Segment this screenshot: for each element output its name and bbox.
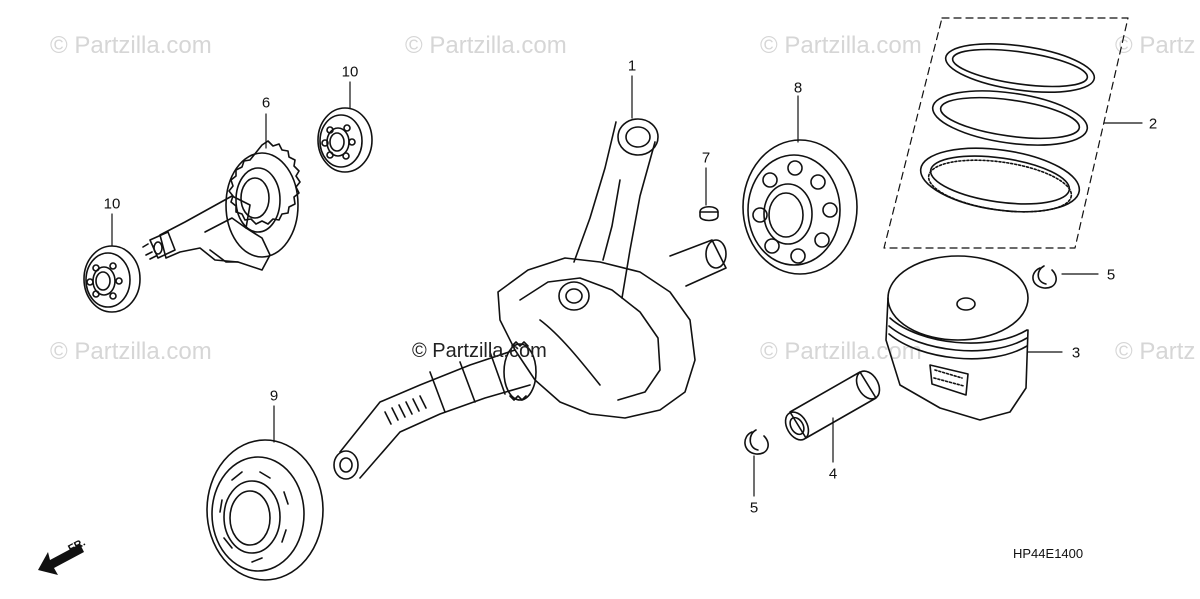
callout-10-upper[interactable]: 10: [341, 63, 359, 81]
callout-6[interactable]: 6: [261, 94, 271, 112]
callout-5-right[interactable]: 5: [1106, 266, 1116, 284]
bearing-10-upper[interactable]: [317, 107, 373, 173]
bearing-8[interactable]: [742, 139, 858, 275]
watermark-center: © Partzilla.com: [412, 340, 547, 362]
callout-3[interactable]: 3: [1071, 344, 1081, 362]
diagram-code: HP44E1400: [1013, 546, 1084, 561]
callout-5-left[interactable]: 5: [749, 499, 759, 517]
callout-9[interactable]: 9: [269, 387, 279, 405]
bearing-9[interactable]: [206, 439, 324, 581]
key-7[interactable]: [699, 205, 719, 222]
circlip-5-right[interactable]: [1032, 265, 1057, 289]
callout-2[interactable]: 2: [1148, 115, 1158, 133]
callout-4[interactable]: 4: [828, 465, 838, 483]
callout-7[interactable]: 7: [701, 149, 711, 167]
piston-3[interactable]: [885, 255, 1029, 421]
callout-1[interactable]: 1: [627, 57, 637, 75]
callout-8[interactable]: 8: [793, 79, 803, 97]
leader-lines: [111, 75, 1143, 497]
callout-10-lower[interactable]: 10: [103, 195, 121, 213]
bearing-10-lower[interactable]: [83, 245, 141, 313]
front-direction-arrow-icon: [38, 544, 84, 575]
piston-ring-set-2[interactable]: [883, 17, 1129, 249]
circlip-5-left[interactable]: [744, 429, 769, 455]
balancer-shaft-6[interactable]: [142, 140, 301, 271]
crankshaft-1[interactable]: [333, 118, 727, 480]
piston-pin-4[interactable]: [781, 367, 884, 444]
